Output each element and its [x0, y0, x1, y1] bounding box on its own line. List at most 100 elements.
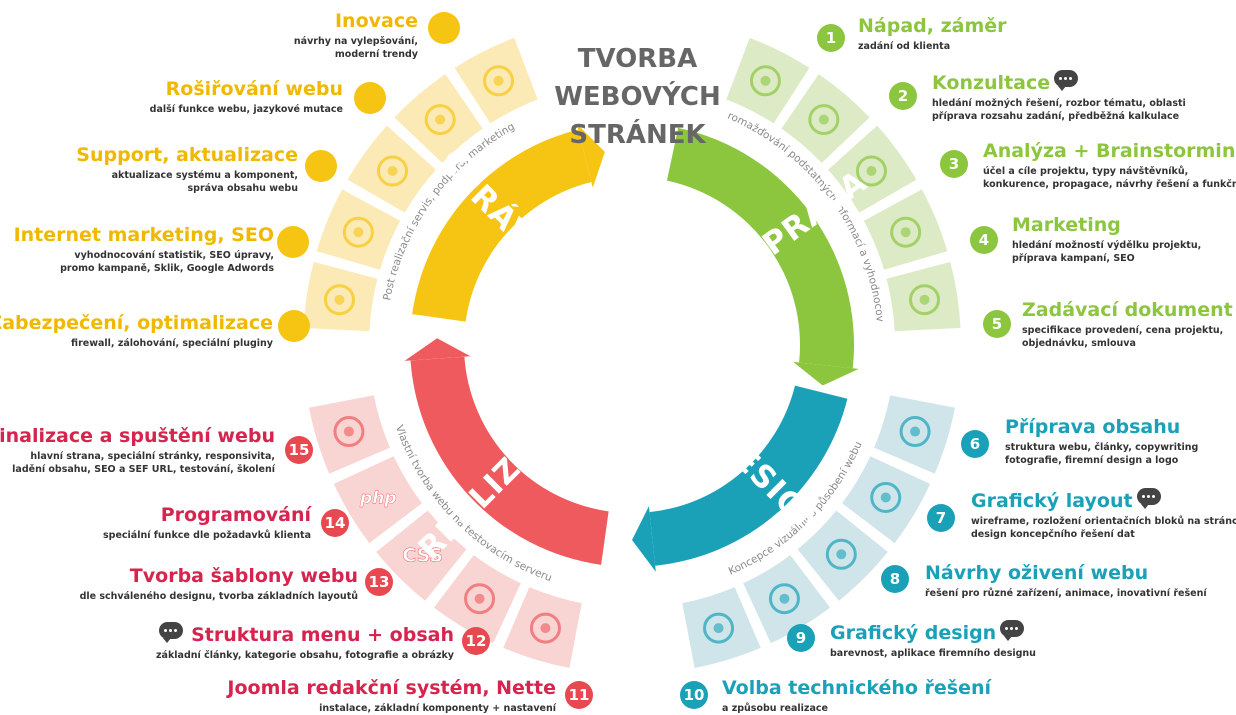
- thumbs-up-icon-center: [713, 623, 724, 634]
- sprava-arrow: [576, 123, 605, 188]
- pencil-icon-center: [779, 593, 790, 604]
- step-4-desc: hledání možností výdělku projektu,přípra…: [1012, 240, 1202, 264]
- step-dot-inovace: [428, 12, 460, 44]
- magnifier-icon-center: [866, 166, 877, 177]
- step-zabezpeceni-title: Zabezpečení, optimalizace: [0, 312, 273, 334]
- step-badge-14: 14: [321, 509, 349, 537]
- step-badge-15: 15: [285, 436, 313, 464]
- sprava-segment: [412, 129, 592, 322]
- flag-icon: [333, 416, 365, 448]
- step-rozsirovani-title: Rošiřování webu: [165, 78, 343, 100]
- step-10-desc: a způsobu realizace: [722, 703, 828, 714]
- chat-icon: [808, 104, 840, 136]
- checklist-icon: [909, 284, 941, 316]
- step-11-desc: instalace, základní komponenty + nastave…: [319, 703, 556, 714]
- step-badge-7: 7: [927, 504, 955, 532]
- step-5: Zadávací dokument specifikace provedení,…: [1022, 299, 1233, 350]
- refresh-icon-center: [387, 166, 398, 177]
- step-badge-3: 3: [940, 150, 968, 178]
- step-10-title: Volba technického řešení: [722, 677, 992, 699]
- step-9: Grafický design barevnost, aplikace fire…: [830, 620, 1036, 660]
- step-7: Grafický layout wireframe, rozložení ori…: [971, 488, 1236, 541]
- step-2: Konzultace hledání možných řešení, rozbo…: [932, 70, 1186, 123]
- puzzle-icon: [424, 104, 456, 136]
- php-icon: php: [359, 488, 396, 508]
- step-15-title: Finalizace a spuštění webu: [0, 425, 275, 447]
- step-badge-5: 5: [983, 310, 1011, 338]
- step-badge-10: 10: [680, 681, 708, 709]
- step-dot-marketing-seo: [277, 226, 309, 258]
- step-dot-rozsirovani: [354, 82, 386, 114]
- step-inovace-title: Inovace: [334, 10, 418, 32]
- step-11: Joomla redakční systém, Nette instalace,…: [227, 677, 556, 715]
- step-15: Finalizace a spuštění webu hlavní strana…: [0, 425, 275, 476]
- step-1-desc: zadání od klienta: [858, 41, 951, 52]
- step-badge-9: 9: [787, 624, 815, 652]
- step-8-desc: řešení pro různé zařízení, animace, inov…: [925, 588, 1207, 599]
- realizace-arc-band: [373, 385, 592, 604]
- step-12: Struktura menu + obsah základní články, …: [156, 622, 454, 662]
- chat-bubbles-icon: [825, 538, 857, 570]
- step-badge-6: 6: [961, 430, 989, 458]
- step-support-title: Support, aktualizace: [76, 144, 298, 166]
- joomla-icon-center: [540, 623, 551, 634]
- step-12-title: Struktura menu + obsah: [191, 624, 454, 646]
- step-1: Nápad, záměr zadání od klienta: [858, 15, 1007, 53]
- chat-bubble-icon: [1136, 488, 1161, 509]
- step-13: Tvorba šablony webu dle schváleného desi…: [80, 565, 358, 603]
- chat-bubble-icon: [1054, 70, 1079, 91]
- lightbulb-icon: [749, 65, 781, 97]
- step-3-desc: účel a cíle projektu, typy návštěvníků,k…: [983, 166, 1236, 190]
- step-14: Programování speciální funkce dle požada…: [103, 504, 311, 542]
- joomla-icon: [529, 612, 561, 644]
- checklist-icon-center: [919, 294, 930, 305]
- target-icon: [342, 216, 374, 248]
- target-icon-center: [353, 227, 364, 238]
- priprava-arc-band: [712, 98, 894, 337]
- chat-bubble-icon: [1000, 620, 1025, 641]
- step-badge-1: 1: [817, 24, 845, 52]
- step-dot-zabezpeceni: [278, 310, 310, 342]
- css-icon: CSS: [402, 544, 443, 566]
- step-badge-12: 12: [462, 627, 490, 655]
- priprava-arrow: [793, 361, 859, 386]
- step-6-title: Příprava obsahu: [1005, 416, 1181, 438]
- step-4-title: Marketing: [1012, 214, 1121, 236]
- layout-icon-center: [880, 492, 891, 503]
- edit-document-icon: [899, 416, 931, 448]
- step-9-title: Grafický design: [830, 622, 997, 644]
- sprava-arc-band: [370, 98, 552, 337]
- puzzle-icon-center: [435, 114, 446, 125]
- step-badge-13: 13: [365, 568, 393, 596]
- step-13-title: Tvorba šablony webu: [129, 565, 358, 587]
- edit-document-icon-center: [910, 426, 921, 437]
- step-inovace: Inovace návrhy na vylepšování,moderní tr…: [293, 10, 418, 60]
- document-icon-center: [474, 593, 485, 604]
- step-3: Analýza + Brainstorming účel a cíle proj…: [983, 140, 1236, 191]
- step-dot-support: [305, 150, 337, 182]
- step-3-title: Analýza + Brainstorming: [983, 140, 1236, 162]
- chat-icon-center: [818, 114, 829, 125]
- step-6: Příprava obsahu struktura webu, články, …: [1005, 416, 1198, 467]
- growth-chart-icon: [890, 216, 922, 248]
- chat-bubble-icon: [159, 622, 184, 643]
- diagram-title: TVORBA WEBOVÝCH STRÁNEK: [554, 44, 721, 150]
- step-9-desc: barevnost, aplikace firemního designu: [830, 648, 1036, 659]
- design-arc-band: [672, 385, 891, 604]
- step-7-title: Grafický layout: [971, 490, 1133, 512]
- flag-icon-center: [343, 426, 354, 437]
- priprava-segment: [666, 127, 854, 369]
- shield-icon-center: [334, 294, 345, 305]
- pencil-icon: [768, 583, 800, 615]
- step-badge-8: 8: [881, 565, 909, 593]
- step-8: Návrhy oživení webu řešení pro různé zař…: [925, 562, 1207, 600]
- step-badge-2: 2: [889, 82, 917, 110]
- step-badge-11: 11: [565, 681, 593, 709]
- step-14-desc: speciální funkce dle požadavků klienta: [103, 530, 311, 541]
- chat-bubbles-icon-center: [836, 549, 847, 560]
- step-5-title: Zadávací dokument: [1022, 299, 1233, 321]
- step-7-desc: wireframe, rozložení orientačních bloků …: [971, 516, 1236, 540]
- step-badge-4: 4: [970, 226, 998, 254]
